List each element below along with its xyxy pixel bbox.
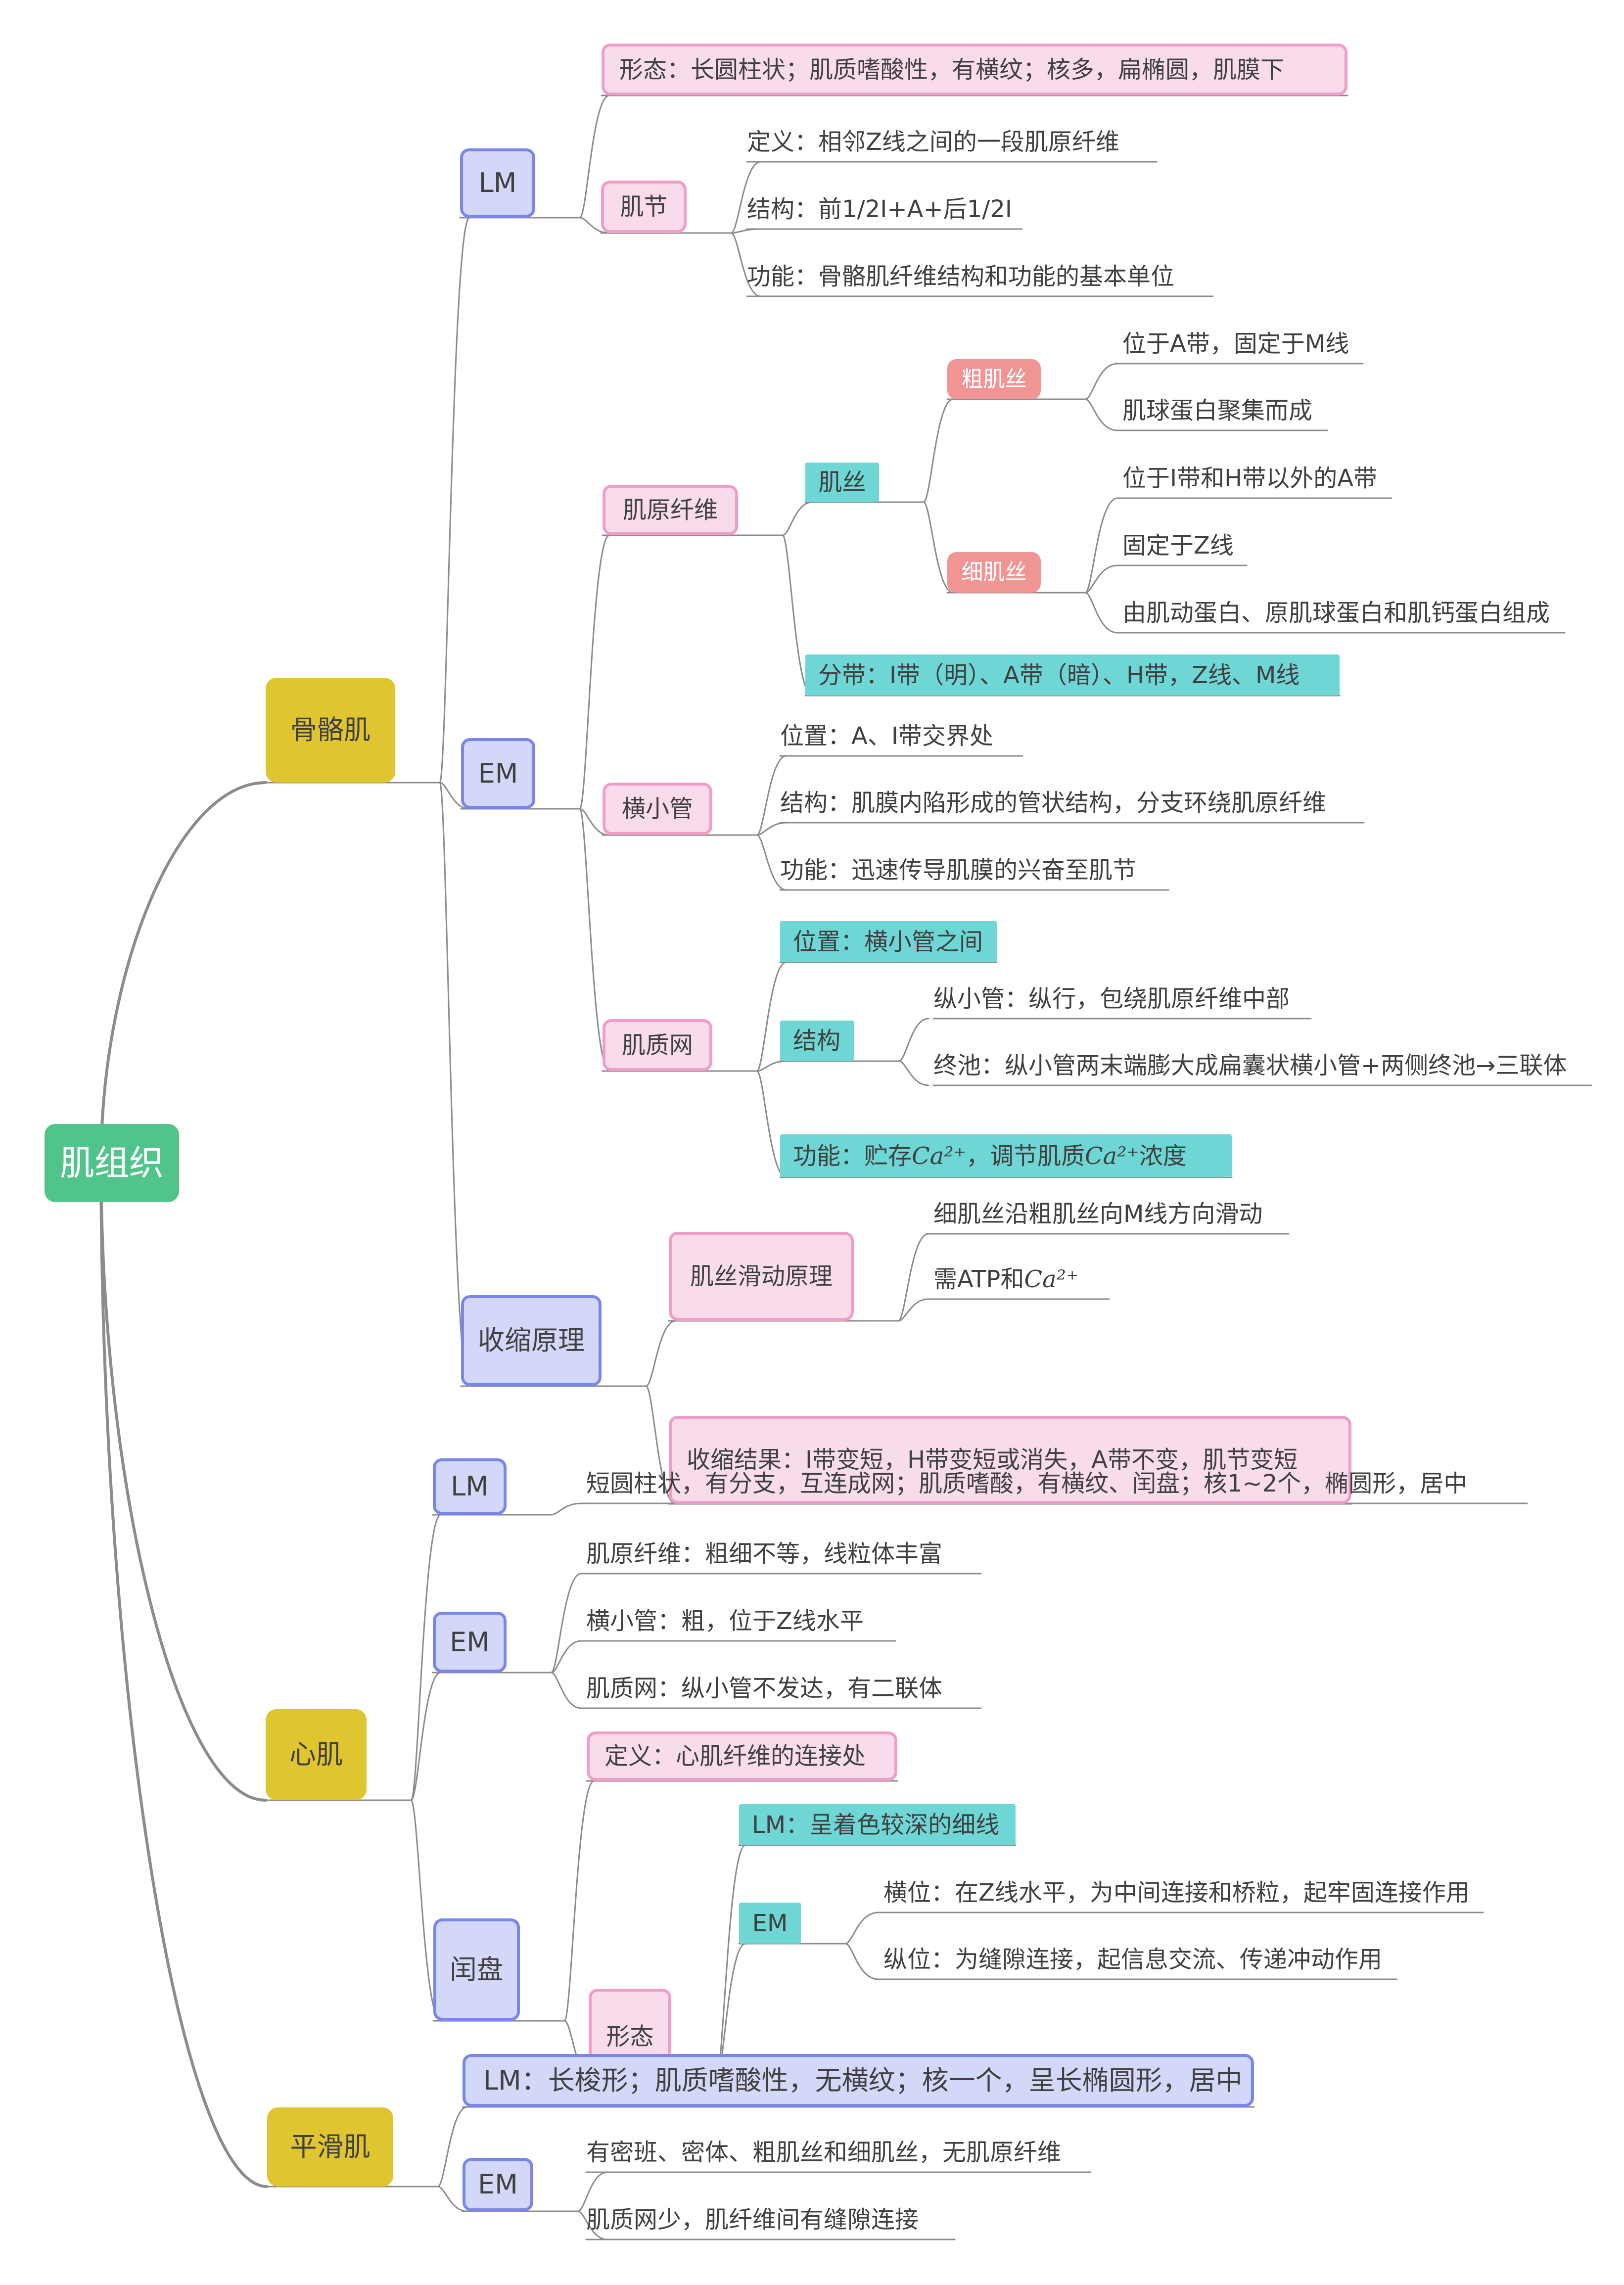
leaf-thin-anchor[interactable]: 固定于Z线	[1122, 532, 1234, 560]
connector-line	[730, 228, 762, 234]
connector-line	[897, 1233, 934, 1322]
topic-intercalated-disc[interactable]: 闰盘	[433, 1918, 520, 2021]
connector-line	[844, 1912, 884, 1945]
connector-line	[898, 1018, 929, 1062]
leaf-transverse-portion[interactable]: 横位：在Z线水平，为中间连接和桥粒，起牢固连接作用	[883, 1879, 1470, 1907]
connector-line	[923, 398, 954, 503]
topic-cardiac-lm[interactable]: LM	[433, 1458, 507, 1515]
connector-line	[1084, 398, 1123, 431]
requirement-text: 需ATP和	[933, 1265, 1024, 1293]
calcium-ion-formula: Ca²⁺	[1084, 1142, 1139, 1170]
connector-line	[1084, 592, 1123, 634]
topic-bands[interactable]: 分带：I带（明）、A带（暗）、H带，Z线、M线	[805, 654, 1340, 696]
topic-thick-filament[interactable]: 粗肌丝	[947, 359, 1041, 399]
connector-line	[550, 1672, 587, 1709]
topic-myofibril[interactable]: 肌原纤维	[603, 485, 738, 535]
topic-contraction[interactable]: 收缩原理	[461, 1295, 602, 1386]
connector-line	[645, 1320, 677, 1387]
connector-line	[715, 1844, 746, 2085]
connector-line	[550, 1640, 587, 1674]
connector-line	[439, 782, 470, 1387]
leaf-terminal-cisterna[interactable]: 终池：纵小管两末端膨大成扁囊状横小管+两侧终池→三联体	[933, 1052, 1567, 1079]
topic-skeletal-lm[interactable]: LM	[460, 148, 535, 218]
leaf-cardiac-myofibril[interactable]: 肌原纤维：粗细不等，线粒体丰富	[586, 1540, 943, 1568]
topic-smooth-em[interactable]: EM	[463, 2158, 533, 2211]
connector-line	[99, 1162, 269, 2188]
calcium-ion-formula: Ca²⁺	[912, 1142, 966, 1170]
topic-sr-structure[interactable]: 结构	[780, 1021, 854, 1061]
connector-line	[1084, 497, 1123, 594]
leaf-thin-composition[interactable]: 由肌动蛋白、原肌球蛋白和肌钙蛋白组成	[1122, 599, 1550, 627]
connector-line	[1084, 564, 1123, 594]
topic-sr-function[interactable]: 功能：贮存 Ca²⁺ ，调节肌质 Ca²⁺ 浓度	[780, 1134, 1232, 1177]
connector-line	[898, 1060, 929, 1086]
sr-function-text-3: 浓度	[1139, 1142, 1187, 1170]
topic-skeletal-muscle[interactable]: 骨骼肌	[266, 678, 395, 783]
topic-sr-position[interactable]: 位置：横小管之间	[780, 921, 997, 962]
connector-line	[439, 217, 470, 784]
topic-disc-lm[interactable]: LM：呈着色较深的细线	[739, 1804, 1016, 1845]
root-topic[interactable]: 肌组织	[45, 1124, 179, 1202]
topic-contraction-result[interactable]: 收缩结果：I带变短，H带变短或消失，A带不变，肌节变短	[669, 1416, 1351, 1504]
connector-line	[550, 1502, 587, 1516]
connector-line	[99, 781, 267, 1165]
sr-function-text-1: 功能：贮存	[793, 1142, 912, 1170]
connector-line	[756, 822, 788, 836]
leaf-thick-composition[interactable]: 肌球蛋白聚集而成	[1122, 397, 1313, 424]
leaf-smooth-em-structures[interactable]: 有密班、密体、粗肌丝和细肌丝，无肌原纤维	[586, 2139, 1062, 2166]
sr-function-text-2: ，调节肌质	[966, 1142, 1085, 1170]
topic-myofilament[interactable]: 肌丝	[805, 463, 879, 502]
leaf-longitudinal-portion[interactable]: 纵位：为缝隙连接，起信息交流、传递冲动作用	[883, 1946, 1383, 1973]
leaf-cardiac-lm[interactable]: 短圆柱状，有分支，互连成网；肌质嗜酸，有横纹、闰盘；核1~2个，椭圆形，居中	[586, 1470, 1468, 1497]
topic-disc-em[interactable]: EM	[739, 1903, 801, 1944]
topic-sliding-filament[interactable]: 肌丝滑动原理	[669, 1232, 854, 1321]
leaf-thin-location[interactable]: 位于I带和H带以外的A带	[1122, 465, 1378, 492]
leaf-t-tubule-structure[interactable]: 结构：肌膜内陷形成的管状结构，分支环绕肌原纤维	[780, 789, 1327, 817]
connector-line	[756, 1060, 788, 1072]
connector-line	[410, 1672, 442, 1801]
topic-sarcoplasmic-reticulum[interactable]: 肌质网	[603, 1019, 712, 1071]
leaf-smooth-em-sr[interactable]: 肌质网少，肌纤维间有缝隙连接	[586, 2206, 919, 2234]
leaf-sarcomere-definition[interactable]: 定义：相邻Z线之间的一段肌原纤维	[747, 128, 1119, 156]
leaf-cardiac-sr[interactable]: 肌质网：纵小管不发达，有二联体	[586, 1675, 943, 1702]
calcium-ion-formula: Ca²⁺	[1024, 1265, 1079, 1293]
leaf-cardiac-t-tubule[interactable]: 横小管：粗，位于Z线水平	[586, 1607, 864, 1635]
leaf-sliding-direction[interactable]: 细肌丝沿粗肌丝向M线方向滑动	[933, 1200, 1263, 1228]
connector-line	[844, 1943, 884, 1980]
leaf-sarcomere-function[interactable]: 功能：骨骼肌纤维结构和功能的基本单位	[747, 263, 1175, 290]
topic-sarcomere[interactable]: 肌节	[601, 181, 687, 233]
leaf-t-tubule-position[interactable]: 位置：A、I带交界处	[780, 722, 993, 750]
topic-smooth-muscle[interactable]: 平滑肌	[267, 2107, 393, 2187]
connector-line	[563, 1780, 595, 2022]
leaf-thick-location[interactable]: 位于A带，固定于M线	[1122, 330, 1349, 358]
leaf-sarcomere-structure[interactable]: 结构：前1/2I+A+后1/2I	[747, 195, 1013, 223]
connector-line	[550, 1573, 587, 1674]
leaf-longitudinal-tubule[interactable]: 纵小管：纵行，包绕肌原纤维中部	[933, 985, 1290, 1013]
topic-skeletal-em[interactable]: EM	[461, 738, 535, 809]
leaf-t-tubule-function[interactable]: 功能：迅速传导肌膜的兴奋至肌节	[780, 856, 1137, 884]
connector-line	[579, 534, 610, 810]
connector-line	[897, 1298, 934, 1322]
topic-cardiac-em[interactable]: EM	[433, 1612, 507, 1673]
connector-line	[1084, 363, 1123, 400]
topic-t-tubule[interactable]: 横小管	[603, 783, 712, 835]
connector-line	[99, 1162, 267, 1802]
topic-skeletal-morphology[interactable]: 形态：长圆柱状；肌质嗜酸性，有横纹；核多，扁椭圆，肌膜下	[602, 44, 1347, 95]
topic-disc-definition[interactable]: 定义：心肌纤维的连接处	[587, 1731, 897, 1781]
leaf-sliding-requirements[interactable]: 需ATP和 Ca²⁺	[933, 1256, 1109, 1299]
topic-thin-filament[interactable]: 细肌丝	[947, 552, 1041, 593]
topic-smooth-lm[interactable]: LM：长梭形；肌质嗜酸性，无横纹；核一个，呈长椭圆形，居中	[463, 2054, 1254, 2107]
connector-line	[782, 501, 813, 536]
topic-cardiac-muscle[interactable]: 心肌	[266, 1709, 367, 1800]
